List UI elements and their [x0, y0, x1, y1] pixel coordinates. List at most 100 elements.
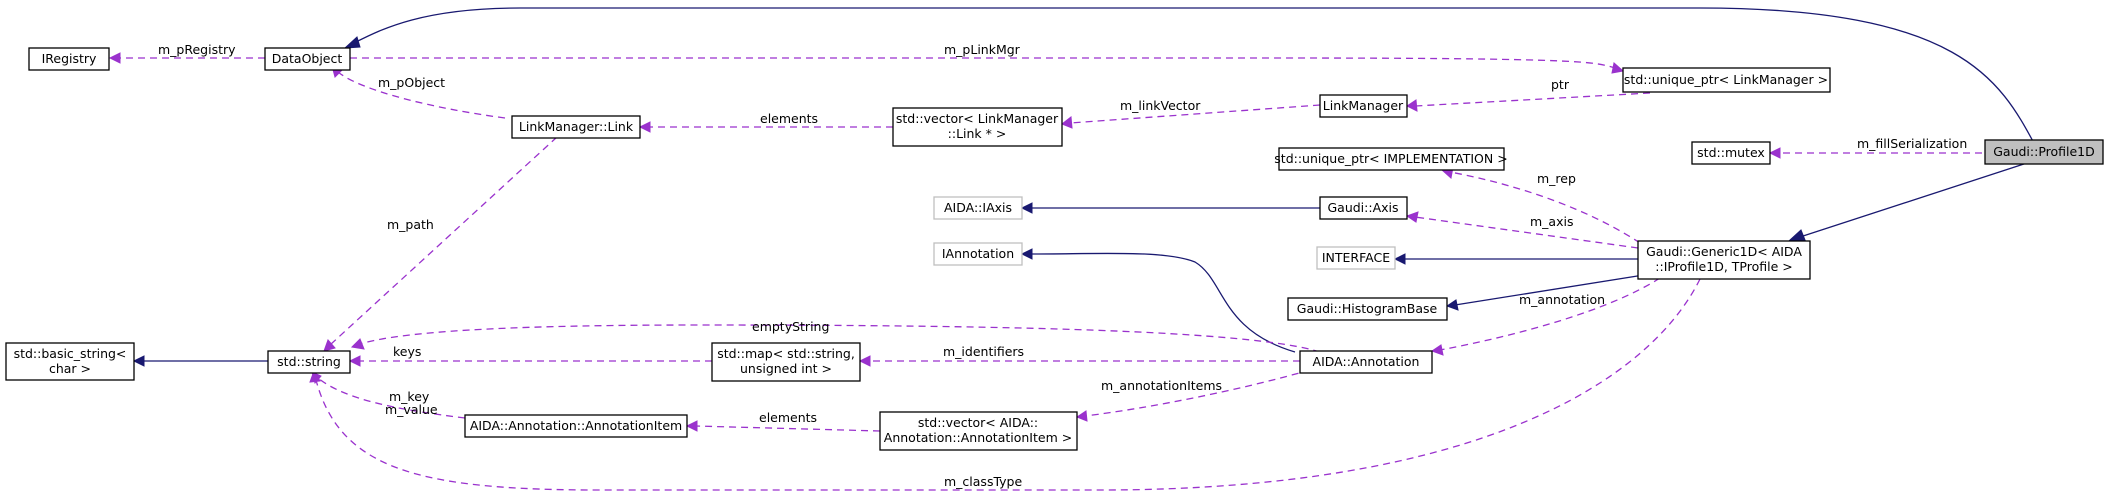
- label-m-identifiers: m_identifiers: [943, 344, 1024, 359]
- arrowhead-inherit-basicstring: [132, 355, 145, 367]
- node-label-std-mutex: std::mutex: [1697, 145, 1765, 160]
- node-gaudi-axis[interactable]: Gaudi::Axis: [1319, 196, 1408, 220]
- node-std-mutex[interactable]: std::mutex: [1691, 141, 1771, 165]
- node-label-annotation-item: AIDA::Annotation::AnnotationItem: [470, 418, 682, 433]
- node-label-vector-link-2: ::Link * >: [948, 126, 1007, 141]
- node-label-map-2: unsigned int >: [740, 361, 832, 376]
- label-elements-item: elements: [759, 410, 817, 425]
- arrowhead-use-string-empty: [350, 338, 365, 350]
- node-label-generic1d-1: Gaudi::Generic1D< AIDA: [1646, 244, 1802, 259]
- node-label-interface: INTERFACE: [1322, 250, 1390, 265]
- arrowhead-use-vectoritem: [1075, 410, 1088, 422]
- node-label-linkmanager: LinkManager: [1323, 98, 1404, 113]
- edge-labels: m_pRegistry m_pLinkMgr m_pObject element…: [158, 42, 1967, 489]
- edge-generic1d-histogrambase: [1454, 273, 1651, 306]
- arrowhead-use-axis: [1405, 211, 1419, 223]
- node-linkmanager-link[interactable]: LinkManager::Link: [511, 115, 641, 139]
- edge-generic1d-axis: [1414, 216, 1639, 249]
- label-m-path: m_path: [387, 217, 434, 232]
- node-unique-ptr-linkmanager[interactable]: std::unique_ptr< LinkManager >: [1622, 67, 1831, 93]
- node-gaudi-histogrambase[interactable]: Gaudi::HistogramBase: [1287, 297, 1448, 321]
- label-m-value: m_value: [385, 402, 438, 417]
- arrowhead-use-annotation: [1430, 344, 1444, 356]
- label-m-pobject: m_pObject: [378, 75, 445, 90]
- node-label-unique-ptr-implementation: std::unique_ptr< IMPLEMENTATION >: [1274, 151, 1507, 166]
- arrowhead-inherit-dataobject: [343, 36, 361, 49]
- node-label-iregistry: IRegistry: [42, 51, 97, 66]
- edge-generic1d-uniqueimpl: [1449, 171, 1641, 244]
- edge-dataobject-uniqueptr: [350, 57, 1616, 69]
- arrowhead-inherit-iaxis: [1020, 202, 1033, 214]
- edge-annotation-vectoritem: [1084, 369, 1311, 417]
- label-ptr: ptr: [1551, 77, 1570, 92]
- node-label-aida-iaxis: AIDA::IAxis: [944, 200, 1012, 215]
- node-label-map-1: std::map< std::string,: [717, 346, 855, 361]
- edge-linkmanager-vectorlink: [1069, 104, 1321, 124]
- edge-profile1d-dataobject: [351, 7, 2036, 146]
- node-label-vector-item-2: Annotation::AnnotationItem >: [884, 430, 1072, 445]
- node-label-unique-ptr-linkmanager: std::unique_ptr< LinkManager >: [1624, 72, 1828, 87]
- edge-generic1d-string-classtype: [315, 278, 1701, 491]
- edge-link-dataobject: [337, 71, 506, 119]
- arrowhead-use-mutex: [1768, 147, 1781, 159]
- label-m-linkvector: m_linkVector: [1120, 98, 1201, 113]
- node-vector-linkmanager-link[interactable]: std::vector< LinkManager ::Link * >: [892, 107, 1063, 147]
- arrowhead-inherit-interface: [1393, 253, 1406, 265]
- label-m-annotation: m_annotation: [1519, 292, 1605, 307]
- node-vector-annotation-item[interactable]: std::vector< AIDA:: Annotation::Annotati…: [879, 411, 1078, 451]
- node-label-gaudi-histogrambase: Gaudi::HistogramBase: [1297, 301, 1438, 316]
- node-label-dataobject: DataObject: [272, 51, 343, 66]
- arrowhead-use-string-keys: [348, 355, 361, 367]
- label-m-pregistry: m_pRegistry: [158, 42, 236, 57]
- node-std-basic-string[interactable]: std::basic_string< char >: [5, 342, 135, 381]
- arrowhead-use-link: [638, 121, 651, 133]
- node-std-string[interactable]: std::string: [267, 350, 351, 374]
- edge-vectoritem-item: [694, 425, 881, 432]
- arrowhead-use-uniqueptr: [1611, 62, 1625, 74]
- node-iannotation[interactable]: IAnnotation: [933, 242, 1023, 266]
- arrowhead-use-string-path: [323, 339, 336, 352]
- label-m-classtype: m_classType: [944, 474, 1022, 489]
- node-aida-annotation[interactable]: AIDA::Annotation: [1299, 350, 1433, 374]
- edge-uniqueptr-linkmanager: [1414, 92, 1651, 107]
- node-label-gaudi-axis: Gaudi::Axis: [1327, 200, 1398, 215]
- label-keys: keys: [393, 344, 421, 359]
- arrowhead-use-vectorlink: [1061, 116, 1073, 129]
- node-label-gaudi-profile1d: Gaudi::Profile1D: [1993, 144, 2095, 159]
- arrowhead-use-string-classtype: [309, 369, 321, 383]
- node-label-std-string: std::string: [277, 354, 341, 369]
- node-unique-ptr-implementation[interactable]: std::unique_ptr< IMPLEMENTATION >: [1274, 147, 1508, 171]
- label-elements-link: elements: [760, 111, 818, 126]
- node-dataobject[interactable]: DataObject: [264, 47, 351, 71]
- arrowhead-inherit-iannotation: [1020, 248, 1033, 260]
- nodes: IRegistry DataObject std::unique_ptr< Li…: [5, 47, 2104, 451]
- edge-annotation-string-empty: [359, 324, 1321, 353]
- edge-generic1d-annotation: [1439, 277, 1661, 351]
- arrowhead-use-map: [858, 355, 871, 367]
- label-m-key: m_key: [389, 389, 430, 404]
- arrowhead-use-iregistry: [108, 52, 121, 64]
- node-gaudi-profile1d[interactable]: Gaudi::Profile1D: [1984, 139, 2104, 165]
- node-aida-iaxis[interactable]: AIDA::IAxis: [933, 196, 1023, 220]
- node-label-aida-annotation: AIDA::Annotation: [1313, 354, 1420, 369]
- arrowhead-use-linkmanager: [1406, 99, 1418, 112]
- node-linkmanager[interactable]: LinkManager: [1319, 94, 1408, 118]
- label-emptystring: emptyString: [752, 319, 829, 334]
- node-std-map[interactable]: std::map< std::string, unsigned int >: [711, 342, 861, 382]
- label-m-annotationitems: m_annotationItems: [1101, 378, 1222, 393]
- label-m-fillserialization: m_fillSerialization: [1857, 136, 1967, 151]
- node-label-vector-link-1: std::vector< LinkManager: [896, 111, 1059, 126]
- node-label-basic-string-1: std::basic_string<: [14, 346, 127, 361]
- node-label-iannotation: IAnnotation: [942, 246, 1014, 261]
- arrowhead-use-item: [685, 420, 698, 432]
- edge-link-string: [329, 136, 558, 346]
- node-iregistry[interactable]: IRegistry: [28, 47, 110, 71]
- node-annotation-item[interactable]: AIDA::Annotation::AnnotationItem: [464, 414, 688, 438]
- node-interface[interactable]: INTERFACE: [1316, 246, 1396, 270]
- node-gaudi-generic1d[interactable]: Gaudi::Generic1D< AIDA ::IProfile1D, TPr…: [1637, 240, 1811, 280]
- node-label-linkmanager-link: LinkManager::Link: [519, 119, 634, 134]
- edge-item-string: [317, 377, 466, 419]
- label-m-rep: m_rep: [1537, 171, 1576, 186]
- node-label-basic-string-2: char >: [49, 361, 91, 376]
